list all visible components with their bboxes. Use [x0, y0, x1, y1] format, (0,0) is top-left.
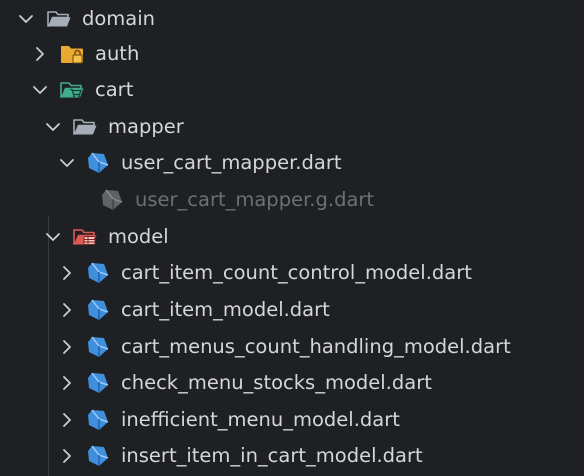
chevron-right-icon[interactable] [57, 254, 77, 291]
tree-row-user-cart-mapper[interactable]: user_cart_mapper.dart [0, 144, 584, 181]
indent-guide [48, 216, 49, 476]
tree-row-model-file[interactable]: cart_item_model.dart [0, 291, 584, 328]
file-label: cart_item_model.dart [121, 298, 330, 321]
chevron-down-icon[interactable] [16, 0, 36, 37]
dart-file-icon [85, 371, 111, 395]
tree-row-model-file[interactable]: cart_menus_count_handling_model.dart [0, 328, 584, 365]
file-label: cart_item_count_control_model.dart [121, 261, 472, 284]
file-label: user_cart_mapper.g.dart [135, 188, 375, 211]
chevron-right-icon[interactable] [57, 291, 77, 328]
chevron-down-icon[interactable] [30, 71, 50, 108]
chevron-right-icon[interactable] [57, 328, 77, 365]
dart-file-icon [85, 151, 111, 175]
folder-label: domain [82, 7, 156, 30]
tree-row-model-file[interactable]: insert_item_in_cart_model.dart [0, 437, 584, 474]
tree-row-model-file[interactable]: inefficient_menu_model.dart [0, 401, 584, 438]
dart-file-icon [85, 298, 111, 322]
cart-folder-icon [59, 78, 85, 102]
tree-row-cart[interactable]: cart [0, 71, 584, 108]
tree-row-auth[interactable]: auth [0, 35, 584, 72]
chevron-right-icon[interactable] [57, 401, 77, 438]
chevron-down-icon[interactable] [57, 144, 77, 181]
tree-row-model-file[interactable]: check_menu_stocks_model.dart [0, 364, 584, 401]
tree-row-domain[interactable]: domain [0, 0, 584, 37]
chevron-right-icon[interactable] [57, 437, 77, 474]
auth-folder-lock-icon [59, 42, 85, 66]
model-folder-icon [72, 225, 98, 249]
tree-row-mapper[interactable]: mapper [0, 108, 584, 145]
folder-label: cart [95, 78, 134, 101]
tree-row-model-file[interactable]: cart_item_count_control_model.dart [0, 254, 584, 291]
folder-open-icon [46, 7, 72, 31]
dart-generated-file-icon [99, 188, 125, 212]
file-label: cart_menus_count_handling_model.dart [121, 335, 511, 358]
dart-file-icon [85, 444, 111, 468]
file-label: inefficient_menu_model.dart [121, 408, 400, 431]
tree-row-model[interactable]: model [0, 218, 584, 255]
file-label: check_menu_stocks_model.dart [121, 371, 432, 394]
chevron-right-icon[interactable] [57, 364, 77, 401]
folder-open-icon [72, 115, 98, 139]
folder-label: mapper [108, 115, 184, 138]
folder-label: model [108, 225, 169, 248]
dart-file-icon [85, 261, 111, 285]
chevron-down-icon[interactable] [43, 218, 63, 255]
tree-row-user-cart-mapper-g[interactable]: user_cart_mapper.g.dart [0, 181, 584, 218]
file-label: insert_item_in_cart_model.dart [121, 444, 423, 467]
dart-file-icon [85, 335, 111, 359]
folder-label: auth [95, 42, 140, 65]
chevron-right-icon[interactable] [30, 35, 50, 72]
dart-file-icon [85, 408, 111, 432]
file-label: user_cart_mapper.dart [121, 151, 342, 174]
chevron-down-icon[interactable] [43, 108, 63, 145]
